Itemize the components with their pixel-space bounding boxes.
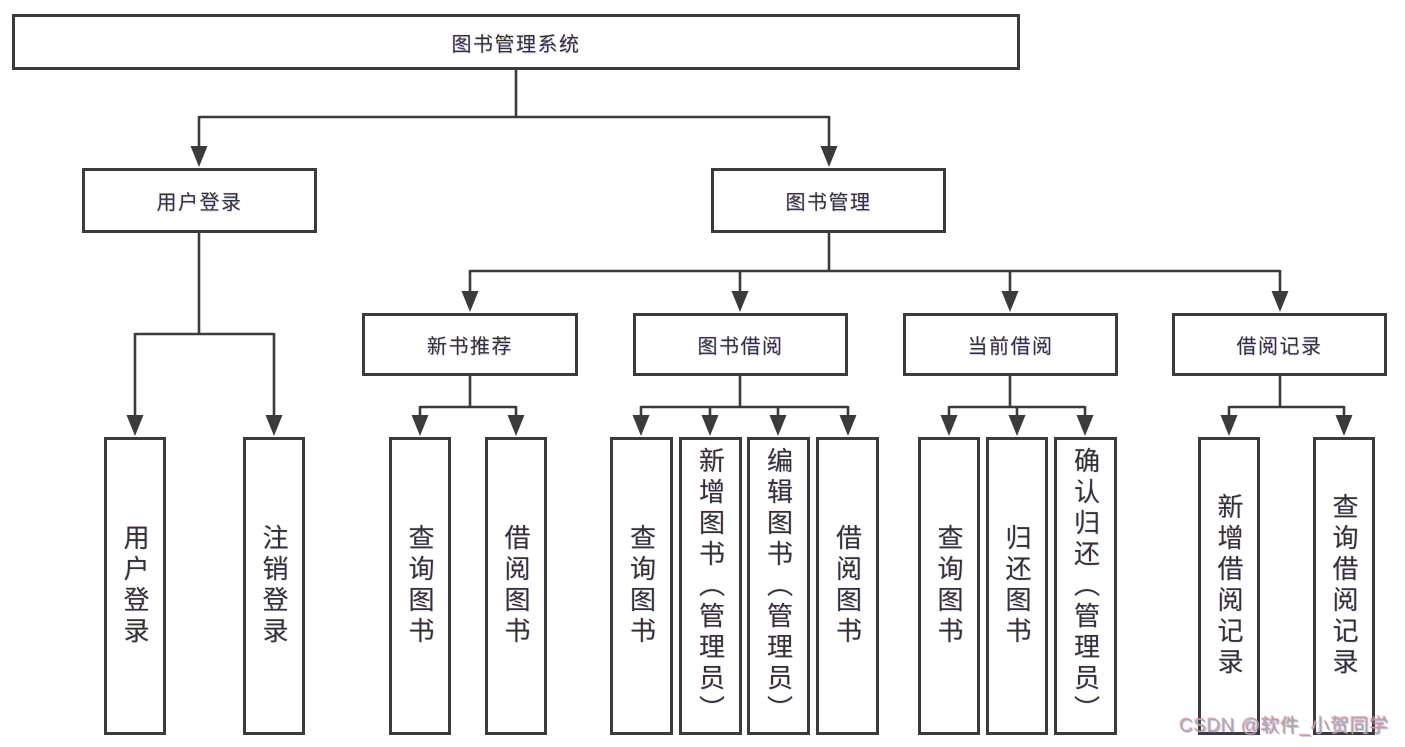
leaf-user-login-label: 用户登录 (120, 524, 150, 648)
leaf-borrow-books-recommend-label: 借阅图书 (501, 524, 531, 648)
watermark-text: CSDN @软件_小贺同学 (1179, 716, 1389, 737)
leaf-query-books-current-label: 查询图书 (934, 524, 964, 648)
node-library-management-system: 图书管理系统 (12, 14, 1020, 70)
node-new-book-recommend: 新书推荐 (362, 313, 578, 376)
leaf-query-books-current: 查询图书 (918, 437, 980, 735)
leaf-query-books-recommend: 查询图书 (389, 437, 451, 735)
leaf-add-books-admin: 新增图书（管理员） (679, 437, 742, 735)
leaf-query-borrow-record: 查询借阅记录 (1313, 437, 1375, 735)
leaf-add-borrow-record: 新增借阅记录 (1198, 437, 1260, 735)
node-book-borrow: 图书借阅 (633, 313, 848, 376)
leaf-confirm-return-admin-label: 确认归还（管理员） (1070, 446, 1101, 726)
leaf-query-books-recommend-label: 查询图书 (405, 524, 435, 648)
leaf-user-login: 用户登录 (104, 437, 166, 735)
leaf-borrow-books-label: 借阅图书 (832, 524, 863, 648)
node-borrow-records: 借阅记录 (1172, 313, 1387, 376)
leaf-borrow-books: 借阅图书 (816, 437, 879, 735)
leaf-edit-books-admin: 编辑图书（管理员） (747, 437, 810, 735)
leaf-add-books-admin-label: 新增图书（管理员） (695, 446, 726, 726)
leaf-query-borrow-record-label: 查询借阅记录 (1329, 493, 1359, 679)
leaf-query-books-borrow-label: 查询图书 (626, 524, 657, 648)
leaf-query-books-borrow: 查询图书 (610, 437, 673, 735)
leaf-add-borrow-record-label: 新增借阅记录 (1214, 493, 1244, 679)
node-book-management: 图书管理 (711, 168, 946, 233)
leaf-return-books: 归还图书 (986, 437, 1048, 735)
leaf-borrow-books-recommend: 借阅图书 (485, 437, 547, 735)
leaf-confirm-return-admin: 确认归还（管理员） (1054, 437, 1117, 735)
node-user-login: 用户登录 (82, 168, 317, 233)
leaf-logout-label: 注销登录 (259, 524, 289, 648)
node-current-borrow: 当前借阅 (903, 313, 1118, 376)
leaf-edit-books-admin-label: 编辑图书（管理员） (763, 446, 794, 726)
leaf-logout: 注销登录 (243, 437, 305, 735)
leaf-return-books-label: 归还图书 (1002, 524, 1032, 648)
